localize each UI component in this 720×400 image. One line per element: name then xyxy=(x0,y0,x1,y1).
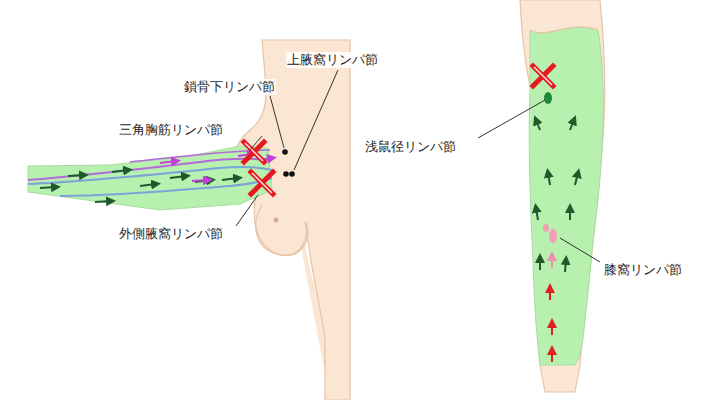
node-label: 膝窩リンパ節 xyxy=(603,262,683,278)
node-label: 三角胸筋リンパ節 xyxy=(118,122,224,138)
torso xyxy=(236,40,720,400)
node-label: 上腋窩リンパ節 xyxy=(286,52,379,68)
leg xyxy=(520,0,605,392)
arm xyxy=(28,146,272,210)
lymph-nodes xyxy=(282,149,295,177)
node-label: 外側腋窩リンパ節 xyxy=(118,226,224,242)
leader-line xyxy=(236,70,600,262)
node-label: 浅鼠径リンパ節 xyxy=(364,139,457,155)
node-label: 鎖骨下リンパ節 xyxy=(183,79,276,95)
removed-mark xyxy=(244,66,553,194)
